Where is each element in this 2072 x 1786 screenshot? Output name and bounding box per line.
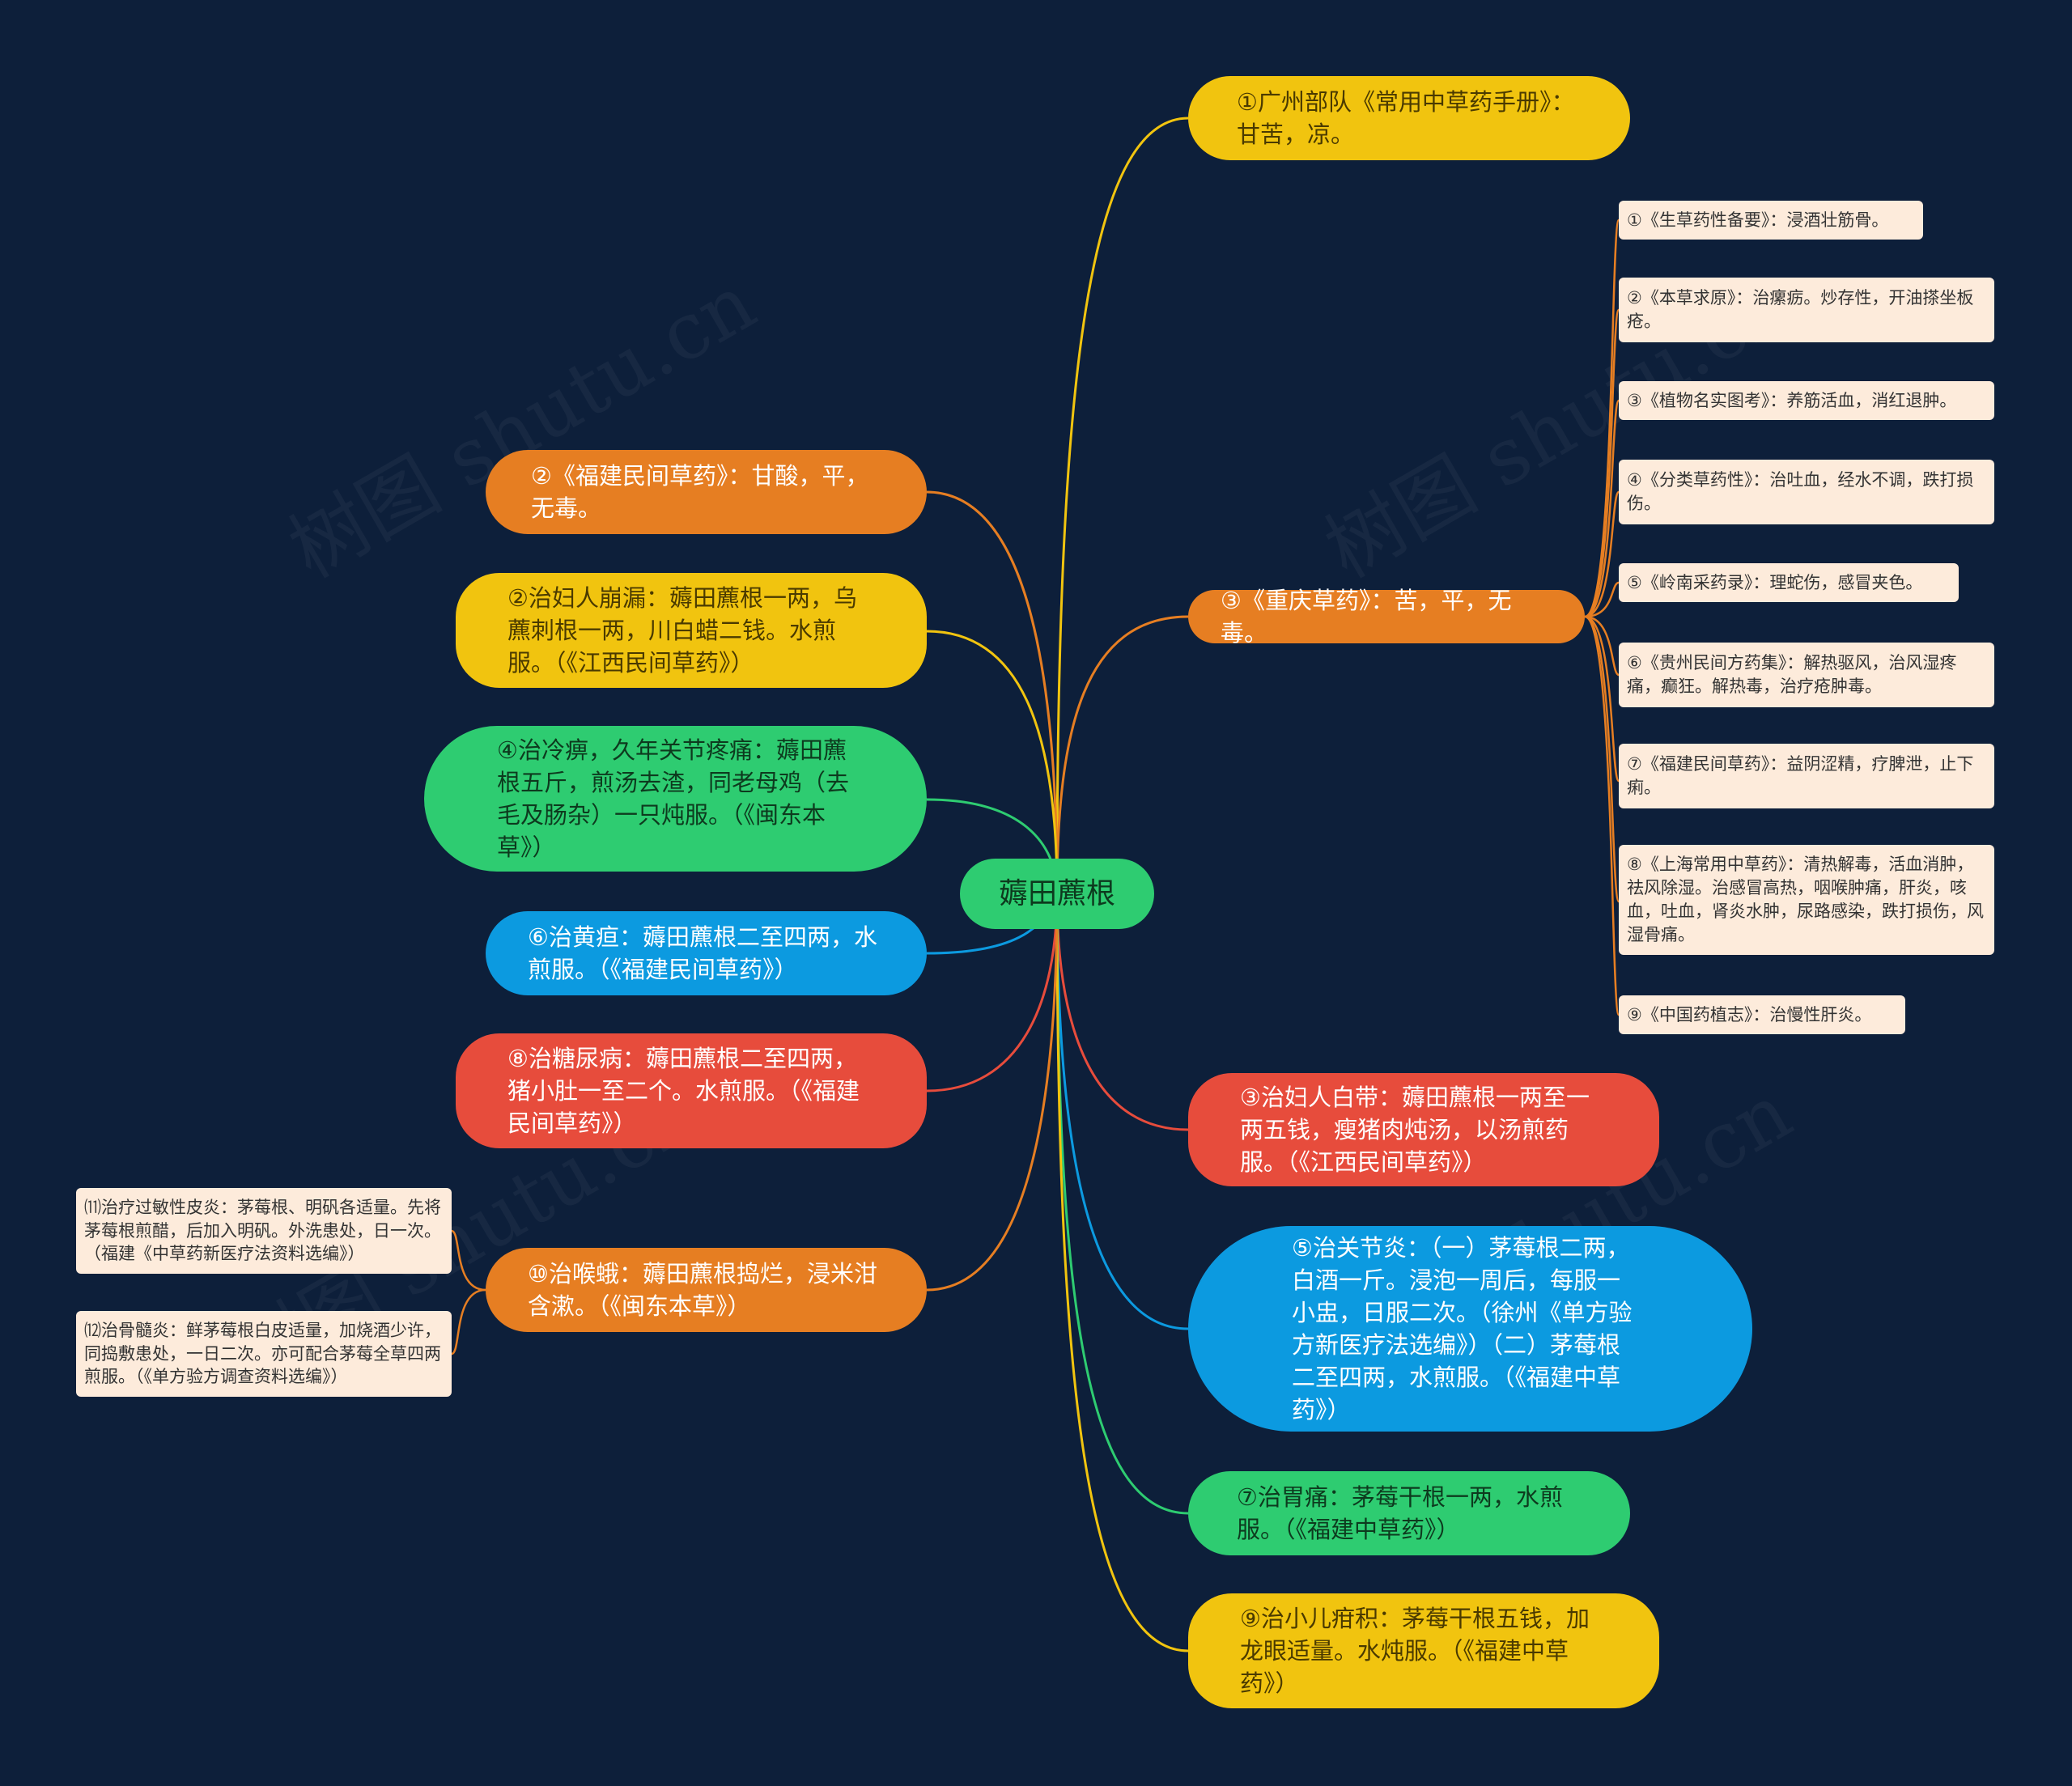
connector-l6: [926, 893, 1059, 1292]
sub-node[interactable]: ①《生草药性备要》：浸酒壮筋骨。: [1619, 201, 1923, 240]
branch-node[interactable]: ⑧治糖尿病：薅田藨根二至四两，猪小肚一至二个。水煎服。（《福建民间草药》）: [456, 1033, 927, 1148]
connector-r2: [1055, 615, 1189, 895]
branch-node[interactable]: ⑦治胃痛：茅莓干根一两，水煎服。（《福建中草药》）: [1188, 1471, 1630, 1555]
sub-node[interactable]: ②《本草求原》：治瘰疬。炒存性，开油搽坐板疮。: [1619, 278, 1994, 342]
connector-r3: [1055, 893, 1189, 1131]
sub-node[interactable]: ③《植物名实图考》：养筋活血，消红退肿。: [1619, 381, 1994, 420]
connector-r5: [1055, 893, 1189, 1515]
branch-node[interactable]: ⑤治关节炎：（一）茅莓根二两，白酒一斤。浸泡一周后，每服一小盅，日服二次。（徐州…: [1188, 1226, 1752, 1432]
connector-l2: [926, 630, 1059, 895]
connector-r4: [1055, 893, 1189, 1330]
branch-node[interactable]: ②《福建民间草药》：甘酸，平，无毒。: [486, 450, 927, 534]
connector-r6: [1055, 893, 1189, 1652]
sub-node[interactable]: ⑦《福建民间草药》：益阴涩精，疗脾泄，止下痢。: [1619, 744, 1994, 808]
sub-node[interactable]: ⑥《贵州民间方药集》：解热驱风，治风湿疼痛，癫狂。解热毒，治疗疮肿毒。: [1619, 643, 1994, 707]
branch-node[interactable]: ⑨治小儿疳积：茅莓干根五钱，加龙眼适量。水炖服。（《福建中草药》）: [1188, 1593, 1659, 1708]
branch-node[interactable]: ⑥治黄疸：薅田藨根二至四两，水煎服。（《福建民间草药》）: [486, 911, 927, 995]
connector-r1: [1055, 117, 1189, 895]
sub-node[interactable]: ⑨《中国药植志》：治慢性肝炎。: [1619, 995, 1905, 1034]
branch-node[interactable]: ③治妇人白带：薅田藨根一两至一两五钱，瘦猪肉炖汤，以汤煎药服。（《江西民间草药》…: [1188, 1073, 1659, 1186]
connector-l5: [926, 893, 1059, 1092]
branch-node[interactable]: ③《重庆草药》：苦，平，无毒。: [1188, 587, 1585, 647]
branch-node[interactable]: ⑩治喉蛾：薅田藨根捣烂，浸米泔含漱。（《闽东本草》）: [486, 1248, 927, 1332]
sub-node[interactable]: ⑾治疗过敏性皮炎：茅莓根、明矾各适量。先将茅莓根煎醋，后加入明矾。外洗患处，日一…: [76, 1188, 452, 1274]
sub-node[interactable]: ④《分类草药性》：治吐血，经水不调，跌打损伤。: [1619, 460, 1994, 524]
sub-node[interactable]: ⑤《岭南采药录》：理蛇伤，感冒夹色。: [1619, 563, 1959, 602]
central-topic[interactable]: 薅田藨根: [960, 859, 1154, 929]
sub-connectors-left: [451, 1229, 486, 1355]
sub-connectors-right: [1584, 218, 1620, 1016]
sub-node[interactable]: ⑧《上海常用中草药》：清热解毒，活血消肿，祛风除湿。治感冒高热，咽喉肿痛，肝炎，…: [1619, 845, 1994, 955]
sub-node[interactable]: ⑿治骨髓炎：鲜茅莓根白皮适量，加烧酒少许，同捣敷患处，一日二次。亦可配合茅莓全草…: [76, 1311, 452, 1397]
connector-l1: [926, 490, 1059, 895]
branch-node[interactable]: ②治妇人崩漏：薅田藨根一两，乌藨刺根一两，川白蜡二钱。水煎服。（《江西民间草药》…: [456, 573, 927, 688]
branch-node[interactable]: ④治冷痹，久年关节疼痛：薅田藨根五斤，煎汤去渣，同老母鸡（去毛及肠杂）一只炖服。…: [424, 726, 927, 872]
branch-node[interactable]: ①广州部队《常用中草药手册》：甘苦，凉。: [1188, 76, 1630, 160]
